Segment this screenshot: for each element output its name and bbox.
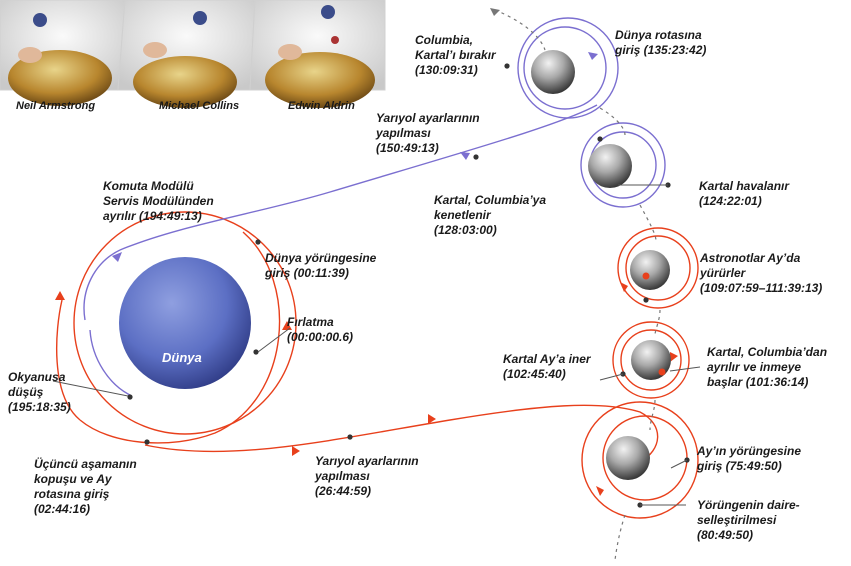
label-moonwalk: Astronotlar Ay’da yürürler (109:07:59–11… (700, 251, 822, 296)
label-eagle-lands: Kartal Ay’a iner (102:45:40) (503, 352, 591, 382)
label-earth-orbit-insertion: Dünya yörüngesine giriş (00:11:39) (265, 251, 376, 281)
crew-name-aldrin: Edwin Aldrin (288, 99, 355, 114)
label-splashdown: Okyanusa düşüş (195:18:35) (8, 370, 71, 415)
label-eagle-separates: Kartal, Columbia’dan ayrılır ve inmeye b… (707, 345, 827, 390)
label-columbia-release: Columbia, Kartal’ı bırakır (130:09:31) (415, 33, 496, 78)
moons (531, 50, 671, 480)
label-eagle-docks: Kartal, Columbia’ya kenetlenir (128:03:0… (434, 193, 546, 238)
earth (119, 257, 251, 389)
label-earth-orbit-entry-top: Dünya rotasına giriş (135:23:42) (615, 28, 706, 58)
crew-name-collins: Michael Collins (159, 99, 239, 114)
label-orbit-circularization: Yörüngenin daire- selleştirilmesi (80:49… (697, 498, 800, 543)
label-third-stage: Üçüncü aşamanın kopuşu ve Ay rotasına gi… (34, 457, 137, 517)
label-course-correction-return: Yarıyol ayarlarının yapılması (150:49:13… (376, 111, 480, 156)
label-lunar-orbit-insertion: Ay’ın yörüngesine giriş (75:49:50) (697, 444, 801, 474)
crew-name-armstrong: Neil Armstrong (16, 99, 95, 114)
label-course-correction-outbound: Yarıyol ayarlarının yapılması (26:44:59) (315, 454, 419, 499)
crew-photo (0, 0, 385, 108)
label-command-module-separation: Komuta Modülü Servis Modülünden ayrılır … (103, 179, 214, 224)
label-eagle-liftoff: Kartal havalanır (124:22:01) (699, 179, 789, 209)
label-launch: Fırlatma (00:00:00.6) (287, 315, 353, 345)
earth-label: Dünya (162, 350, 202, 365)
